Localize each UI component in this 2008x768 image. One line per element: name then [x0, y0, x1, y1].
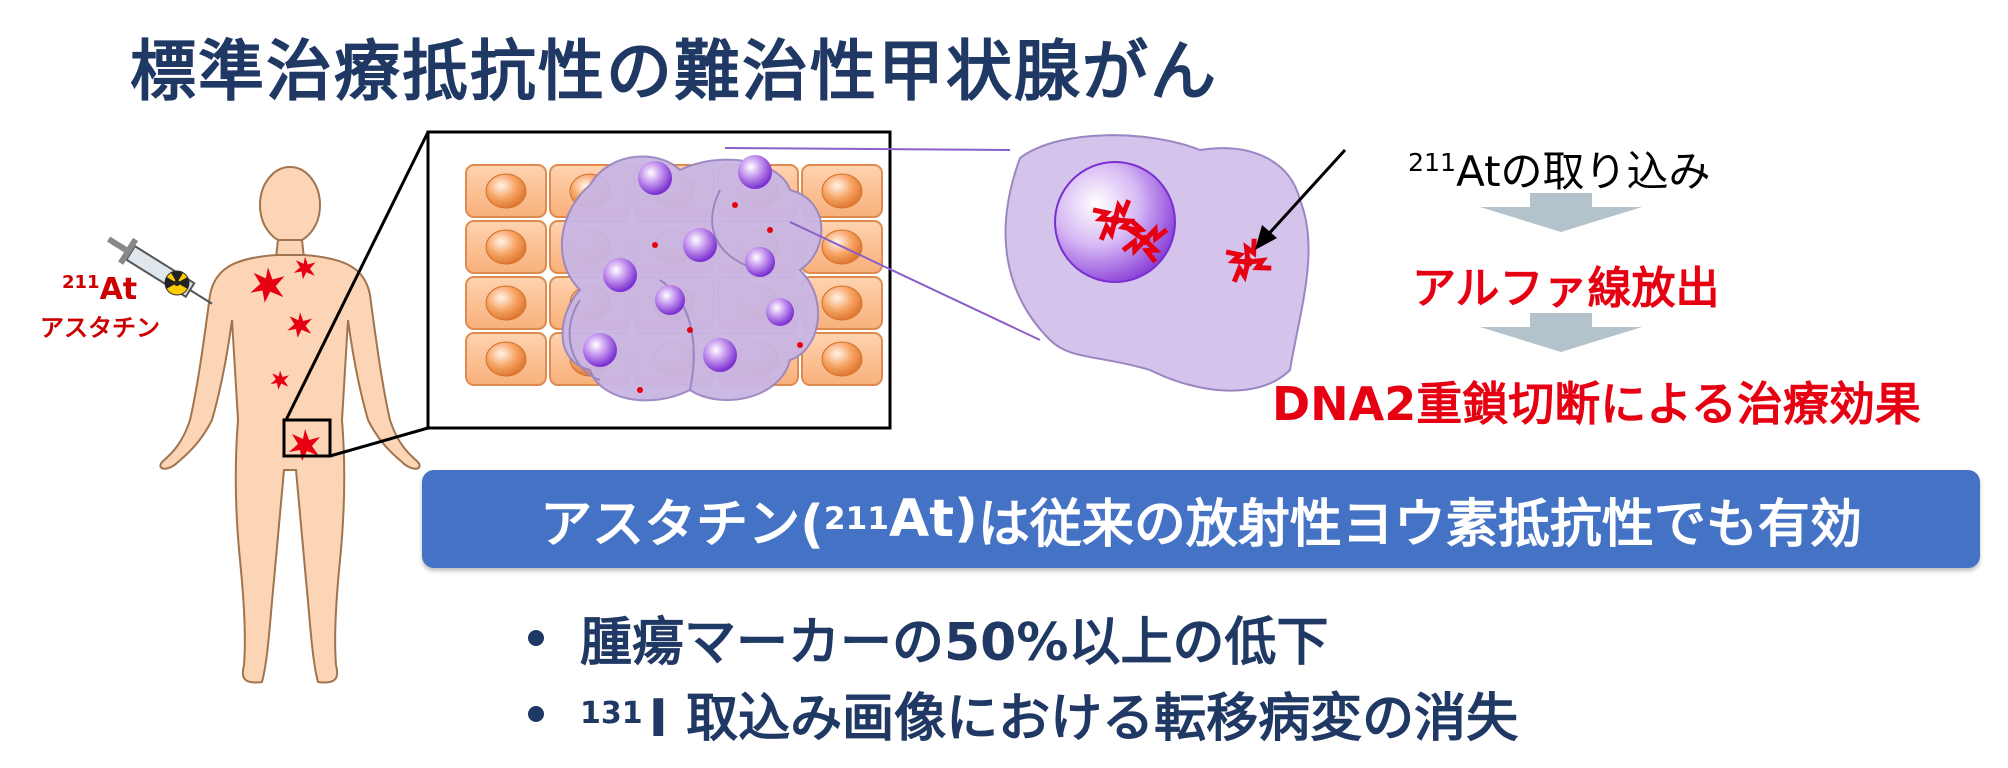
single-tumor-cell: [1004, 134, 1310, 392]
banner-suffix: は従来の放射性ヨウ素抵抗性でも有効: [977, 494, 1862, 555]
uptake-text: Atの取り込み: [1456, 147, 1711, 196]
alpha-emission-label: アルファ線放出: [1412, 263, 1720, 314]
radiation-icon: [164, 270, 190, 296]
flow-down-arrow-1: [1480, 193, 1642, 232]
bullet-text: 腫瘍マーカーの50%以上の低下: [580, 613, 1329, 673]
isotope-mass-number: 211: [62, 272, 100, 293]
isotope-symbol: At: [99, 272, 138, 307]
normal-cell-nucleus: [485, 285, 527, 321]
normal-cell-nucleus: [821, 285, 863, 321]
injection-name-label: アスタチン: [40, 314, 160, 342]
normal-cell-nucleus: [821, 341, 863, 377]
bullet-dot: [528, 629, 544, 646]
flow-down-arrow-2: [1480, 313, 1642, 352]
magnify-region-box: [282, 418, 332, 458]
banner-prefix: アスタチン(: [540, 494, 824, 555]
uptake-label: 211Atの取り込み: [1408, 138, 1711, 199]
tumor-cell-cluster: [560, 155, 823, 402]
uptake-pointer-arrow: [1255, 148, 1347, 250]
bullet-item: 腫瘍マーカーの50%以上の低下: [528, 600, 1328, 675]
therapeutic-effect-label: DNA2重鎖切断による治療効果: [1272, 377, 1921, 431]
bullet-dot: [528, 705, 544, 722]
injection-isotope-label: 211At: [62, 272, 137, 307]
normal-cell-nucleus: [485, 229, 527, 265]
bullet-item: 131 I 取込み画像における転移病変の消失: [528, 676, 1518, 751]
human-body-figure: [159, 166, 421, 684]
bullet-text: I 取込み画像における転移病変の消失: [648, 689, 1519, 749]
uptake-mass-number: 211: [1408, 148, 1457, 177]
normal-cell-nucleus: [485, 173, 527, 209]
normal-cell-nucleus: [821, 173, 863, 209]
normal-cell-nucleus: [485, 341, 527, 377]
banner-symbol: At): [889, 489, 978, 549]
page-title: 標準治療抵抗性の難治性甲状腺がん: [130, 33, 1218, 110]
